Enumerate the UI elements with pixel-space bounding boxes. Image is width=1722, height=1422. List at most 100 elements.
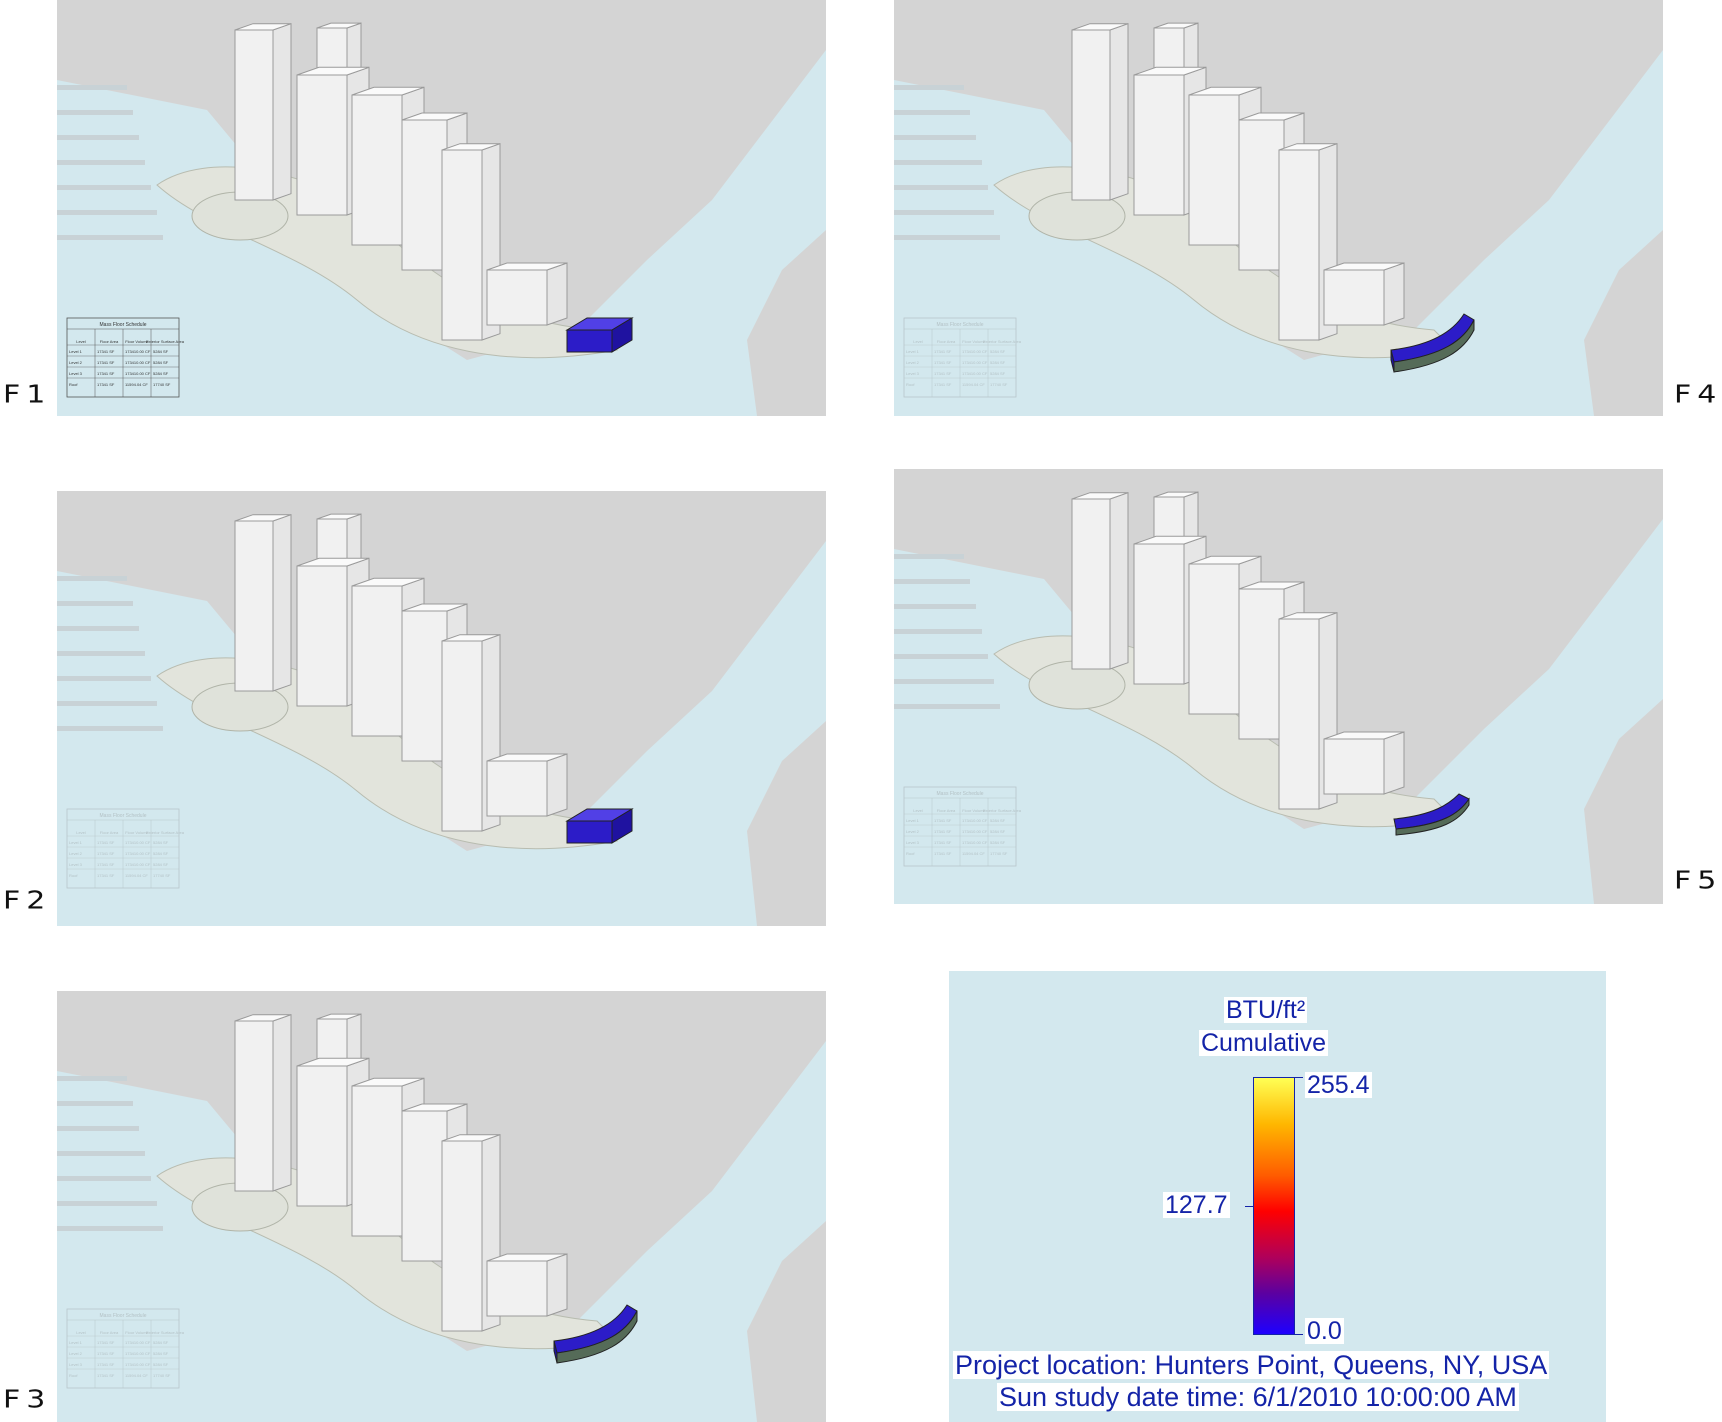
opposite-shore <box>747 721 826 926</box>
schedule-cell: Level 2 <box>69 851 83 856</box>
opposite-shore <box>747 1221 826 1422</box>
schedule-cell: 173410.00 CF <box>125 371 151 376</box>
schedule-header: Level <box>76 830 86 835</box>
schedule-cell: 17341 SF <box>934 360 952 365</box>
pier <box>57 235 163 240</box>
analysis-mass <box>1390 313 1475 373</box>
panel-label-f3: F3 <box>3 1385 52 1414</box>
podium <box>486 262 568 326</box>
schedule-header: Floor Volume <box>125 1330 149 1335</box>
schedule-cell: 17341 SF <box>97 1373 115 1378</box>
schedule-cell: 17740 SF <box>990 382 1008 387</box>
schedule-cell: Roof <box>906 382 915 387</box>
pier <box>894 85 964 90</box>
schedule-cell: 173410.00 CF <box>125 360 151 365</box>
panel-label-f4: F4 <box>1674 380 1722 409</box>
schedule-header: Level <box>913 339 923 344</box>
schedule-cell: Level 2 <box>906 829 920 834</box>
analysis-mass <box>553 1304 638 1364</box>
schedule-cell: 17341 SF <box>934 382 952 387</box>
schedule-cell: 17341 SF <box>97 349 115 354</box>
schedule-header: Level <box>913 808 923 813</box>
schedule-cell: 5284 SF <box>153 840 169 845</box>
opposite-shore <box>747 230 826 416</box>
schedule-header: Floor Area <box>937 808 956 813</box>
schedule-cell: 173410.00 CF <box>962 371 988 376</box>
schedule-cell: 173410.00 CF <box>962 840 988 845</box>
pier <box>894 579 970 584</box>
schedule-cell: 17341 SF <box>97 1351 115 1356</box>
schedule-cell: Level 3 <box>69 1362 83 1367</box>
schedule-header: Exterior Surface Area <box>146 1330 185 1335</box>
schedule-header: Floor Volume <box>125 339 149 344</box>
schedule-title: Mass Floor Schedule <box>100 322 147 328</box>
schedule-cell: Level 3 <box>69 371 83 376</box>
schedule-cell: 5284 SF <box>153 371 169 376</box>
sun-study-datetime: Sun study date time: 6/1/2010 10:00:00 A… <box>997 1382 1519 1412</box>
pier <box>57 701 157 706</box>
schedule-cell: 17341 SF <box>934 818 952 823</box>
schedule-cell: Level 1 <box>69 1340 83 1345</box>
schedule-cell: 5284 SF <box>990 360 1006 365</box>
legend-tick-max <box>1295 1077 1303 1078</box>
podium <box>1323 731 1405 795</box>
solar-radiation-legend: BTU/ft² Cumulative 255.4 127.7 0.0 Proje… <box>949 971 1606 1422</box>
schedule-cell: Level 3 <box>906 371 920 376</box>
schedule-cell: 17341 SF <box>934 349 952 354</box>
schedule-cell: 17341 SF <box>934 840 952 845</box>
schedule-cell: 17341 SF <box>97 1340 115 1345</box>
schedule-cell: 17740 SF <box>153 1373 171 1378</box>
schedule-cell: 5284 SF <box>990 818 1006 823</box>
schedule-cell: 5284 SF <box>153 1362 169 1367</box>
pier <box>57 601 133 606</box>
tower-1 <box>234 22 292 201</box>
schedule-cell: Roof <box>69 873 78 878</box>
schedule-title: Mass Floor Schedule <box>100 813 147 819</box>
schedule-cell: 11594.04 CF <box>125 873 148 878</box>
schedule-cell: 17341 SF <box>97 360 115 365</box>
schedule-cell: 17341 SF <box>97 1362 115 1367</box>
schedule-header: Floor Area <box>100 830 119 835</box>
pier <box>894 135 976 140</box>
schedule-cell: Level 1 <box>69 349 83 354</box>
schedule-cell: Level 3 <box>69 862 83 867</box>
schedule-header: Level <box>76 1330 86 1335</box>
schedule-cell: 5284 SF <box>990 829 1006 834</box>
pier <box>57 1176 151 1181</box>
pier <box>57 1126 139 1131</box>
schedule-cell: Level 3 <box>906 840 920 845</box>
pier <box>57 676 151 681</box>
schedule-cell: 17740 SF <box>153 873 171 878</box>
analysis-mass <box>1393 793 1470 836</box>
schedule-header: Exterior Surface Area <box>983 339 1022 344</box>
schedule-cell: 5284 SF <box>990 371 1006 376</box>
schedule-cell: 17740 SF <box>990 851 1008 856</box>
schedule-cell: 5284 SF <box>153 360 169 365</box>
pier <box>894 604 976 609</box>
schedule-cell: 17341 SF <box>934 829 952 834</box>
opposite-shore <box>1584 230 1663 416</box>
schedule-cell: 17341 SF <box>934 371 952 376</box>
schedule-cell: Roof <box>906 851 915 856</box>
opposite-shore <box>1584 699 1663 904</box>
schedule-title: Mass Floor Schedule <box>100 1313 147 1319</box>
schedule-cell: 173410.00 CF <box>962 360 988 365</box>
schedule-cell: 11594.04 CF <box>962 851 985 856</box>
schedule-cell: 11594.04 CF <box>125 1373 148 1378</box>
schedule-cell: Roof <box>69 382 78 387</box>
schedule-header: Floor Volume <box>962 339 986 344</box>
schedule-header: Exterior Surface Area <box>983 808 1022 813</box>
legend-color-ramp <box>1253 1077 1295 1335</box>
schedule-cell: 11594.04 CF <box>125 382 148 387</box>
schedule-header: Floor Area <box>100 1330 119 1335</box>
schedule-cell: 17341 SF <box>97 851 115 856</box>
pier <box>894 629 982 634</box>
pier <box>57 85 127 90</box>
schedule-cell: 5284 SF <box>153 862 169 867</box>
